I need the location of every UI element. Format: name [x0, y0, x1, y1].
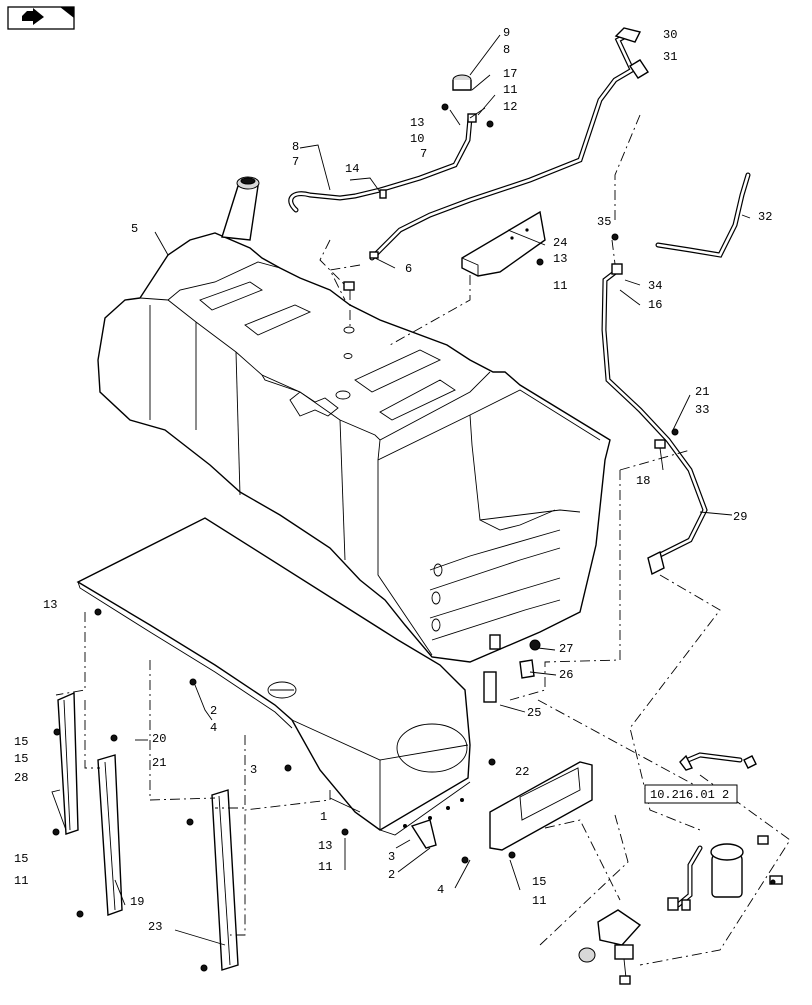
callout-c17: 17	[503, 67, 517, 81]
callout-c11b: 11	[553, 279, 567, 293]
callout-c31: 31	[663, 50, 677, 64]
callout-c8b: 8	[292, 140, 299, 154]
callout-c14: 14	[345, 162, 359, 176]
small-fittings	[52, 27, 783, 985]
vertical-bracket-23	[211, 789, 239, 971]
vertical-bracket-19	[97, 754, 123, 916]
callout-c1: 1	[320, 810, 327, 824]
callout-c35: 35	[597, 215, 611, 229]
callout-labels: 9 8 17 11 12 13 10 7 30 31 8 7 14 5 24 1…	[14, 26, 772, 934]
callout-c34: 34	[648, 279, 662, 293]
callout-c7a: 7	[420, 147, 427, 161]
callout-c22: 22	[515, 765, 529, 779]
callout-c15d: 15	[532, 875, 546, 889]
callout-c28: 28	[14, 771, 28, 785]
callout-c29: 29	[733, 510, 747, 524]
callout-c23: 23	[148, 920, 162, 934]
callout-c3b: 3	[388, 850, 395, 864]
callout-c15c: 15	[14, 852, 28, 866]
callout-c2a: 2	[210, 704, 217, 718]
reference-box-text: 10.216.01 2	[650, 788, 729, 802]
mount-bracket	[461, 210, 546, 277]
callout-c13c: 13	[43, 598, 57, 612]
fuel-hoses	[288, 32, 751, 908]
callout-c15b: 15	[14, 752, 28, 766]
reference-box[interactable]: 10.216.01 2	[644, 784, 738, 804]
callout-c5: 5	[131, 222, 138, 236]
callout-c11d: 11	[318, 860, 332, 874]
callout-c4a: 4	[210, 721, 217, 735]
callout-c25: 25	[527, 706, 541, 720]
callout-c18: 18	[636, 474, 650, 488]
callout-c11a: 11	[503, 83, 517, 97]
fuel-tank	[97, 176, 611, 663]
callout-c4b: 4	[437, 883, 444, 897]
callout-c13d: 13	[318, 839, 332, 853]
callout-c11e: 11	[532, 894, 546, 908]
callout-c21a: 21	[695, 385, 709, 399]
callout-c27: 27	[559, 642, 573, 656]
callout-c13a: 13	[410, 116, 424, 130]
callout-c10: 10	[410, 132, 424, 146]
callout-c21b: 21	[152, 756, 166, 770]
callout-c26: 26	[559, 668, 573, 682]
callout-c7b: 7	[292, 155, 299, 169]
page-turn-arrow-icon[interactable]	[7, 6, 75, 30]
callout-c15a: 15	[14, 735, 28, 749]
assembly-guide-lines	[55, 114, 791, 966]
callout-c19: 19	[130, 895, 144, 909]
callout-c30: 30	[663, 28, 677, 42]
callout-c16: 16	[648, 298, 662, 312]
callout-c3a: 3	[250, 763, 257, 777]
callout-c2b: 2	[388, 868, 395, 882]
callout-c8a: 8	[503, 43, 510, 57]
callout-c20: 20	[152, 732, 166, 746]
callout-c12: 12	[503, 100, 517, 114]
callout-c24: 24	[553, 236, 567, 250]
callout-c11c: 11	[14, 874, 28, 888]
callout-c6: 6	[405, 262, 412, 276]
callout-leaders	[51, 34, 751, 946]
callout-c32: 32	[758, 210, 772, 224]
tank-support-tray	[76, 517, 471, 836]
callout-c33: 33	[695, 403, 709, 417]
filter-mount-plate	[489, 761, 593, 851]
callout-c9a: 9	[503, 26, 510, 40]
callout-c13b: 13	[553, 252, 567, 266]
vertical-bracket-28	[57, 691, 79, 835]
